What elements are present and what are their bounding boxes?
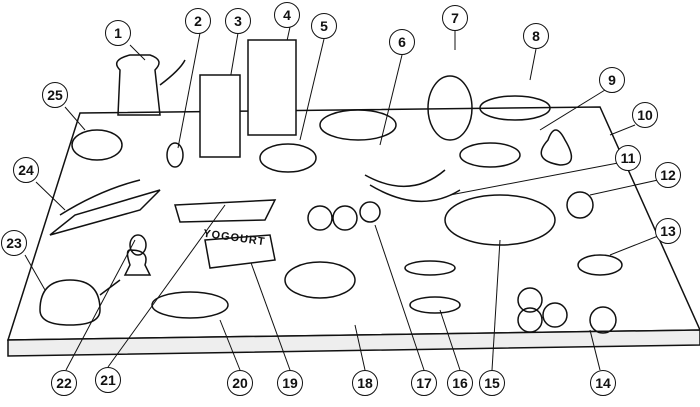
callout-3: 3 [225,8,251,34]
egg-cup [123,234,152,276]
callout-19: 19 [277,370,303,396]
yogurt [204,234,276,269]
callout-17: 17 [411,370,437,396]
table-top [6,106,700,341]
callout-21: 21 [95,367,121,393]
strawberry-plate [444,194,556,246]
callout-16: 16 [447,370,473,396]
callout-9: 9 [599,67,625,93]
table-edge [7,329,700,357]
salt-shaker [166,142,184,168]
jam-dish [577,254,623,276]
juice-carton [247,39,297,136]
callout-2: 2 [185,8,211,34]
callout-25: 25 [42,82,68,108]
bread-roll [259,143,317,173]
bread-basket [319,109,397,141]
callout-1: 1 [105,20,131,46]
callout-4: 4 [274,2,300,28]
fried-eggs [284,261,356,299]
pineapple [427,75,473,141]
callout-10: 10 [632,102,658,128]
callout-5: 5 [311,13,337,39]
tomatoes [517,287,617,334]
grape-bowl [479,95,551,121]
callout-7: 7 [442,5,468,31]
leader-lines [24,26,659,371]
callout-20: 20 [227,370,253,396]
apple [566,191,594,219]
callout-11: 11 [615,145,641,171]
pear [540,129,573,166]
cucumbers [404,260,461,314]
callout-24: 24 [13,157,39,183]
teapot [39,279,121,326]
bread-board [49,179,161,236]
callout-6: 6 [389,29,415,55]
callout-12: 12 [655,162,681,188]
butter-plate [151,291,229,319]
bananas [364,169,461,203]
callout-13: 13 [655,218,681,244]
oranges [307,201,381,231]
sugar-bowl [71,129,123,161]
milk-carton [199,74,241,158]
orange-slices [459,142,521,168]
callout-8: 8 [523,23,549,49]
coffee-pot [115,54,186,116]
callout-23: 23 [1,230,27,256]
sausage-board [174,199,277,223]
callout-22: 22 [51,370,77,396]
callout-18: 18 [352,370,378,396]
callout-14: 14 [590,370,616,396]
callout-15: 15 [479,370,505,396]
